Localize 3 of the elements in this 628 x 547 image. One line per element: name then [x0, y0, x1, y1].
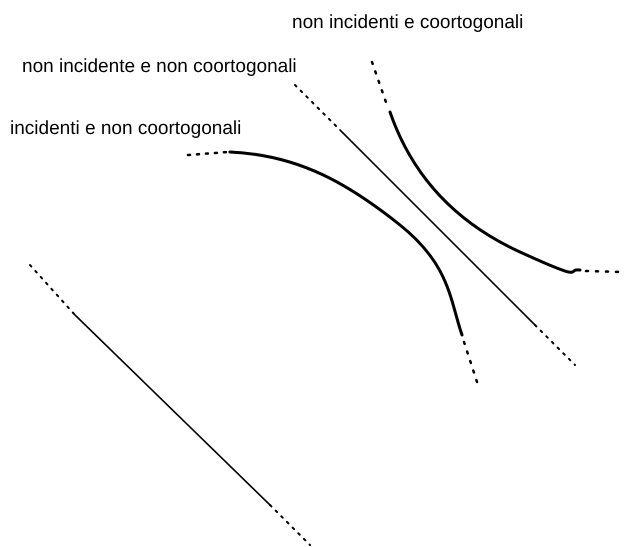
curve-label: non incidente e non coortogonali	[22, 56, 297, 78]
curve-label: non incidenti e coortogonali	[292, 12, 524, 34]
curve-label: incidenti e non coortogonali	[10, 118, 242, 140]
